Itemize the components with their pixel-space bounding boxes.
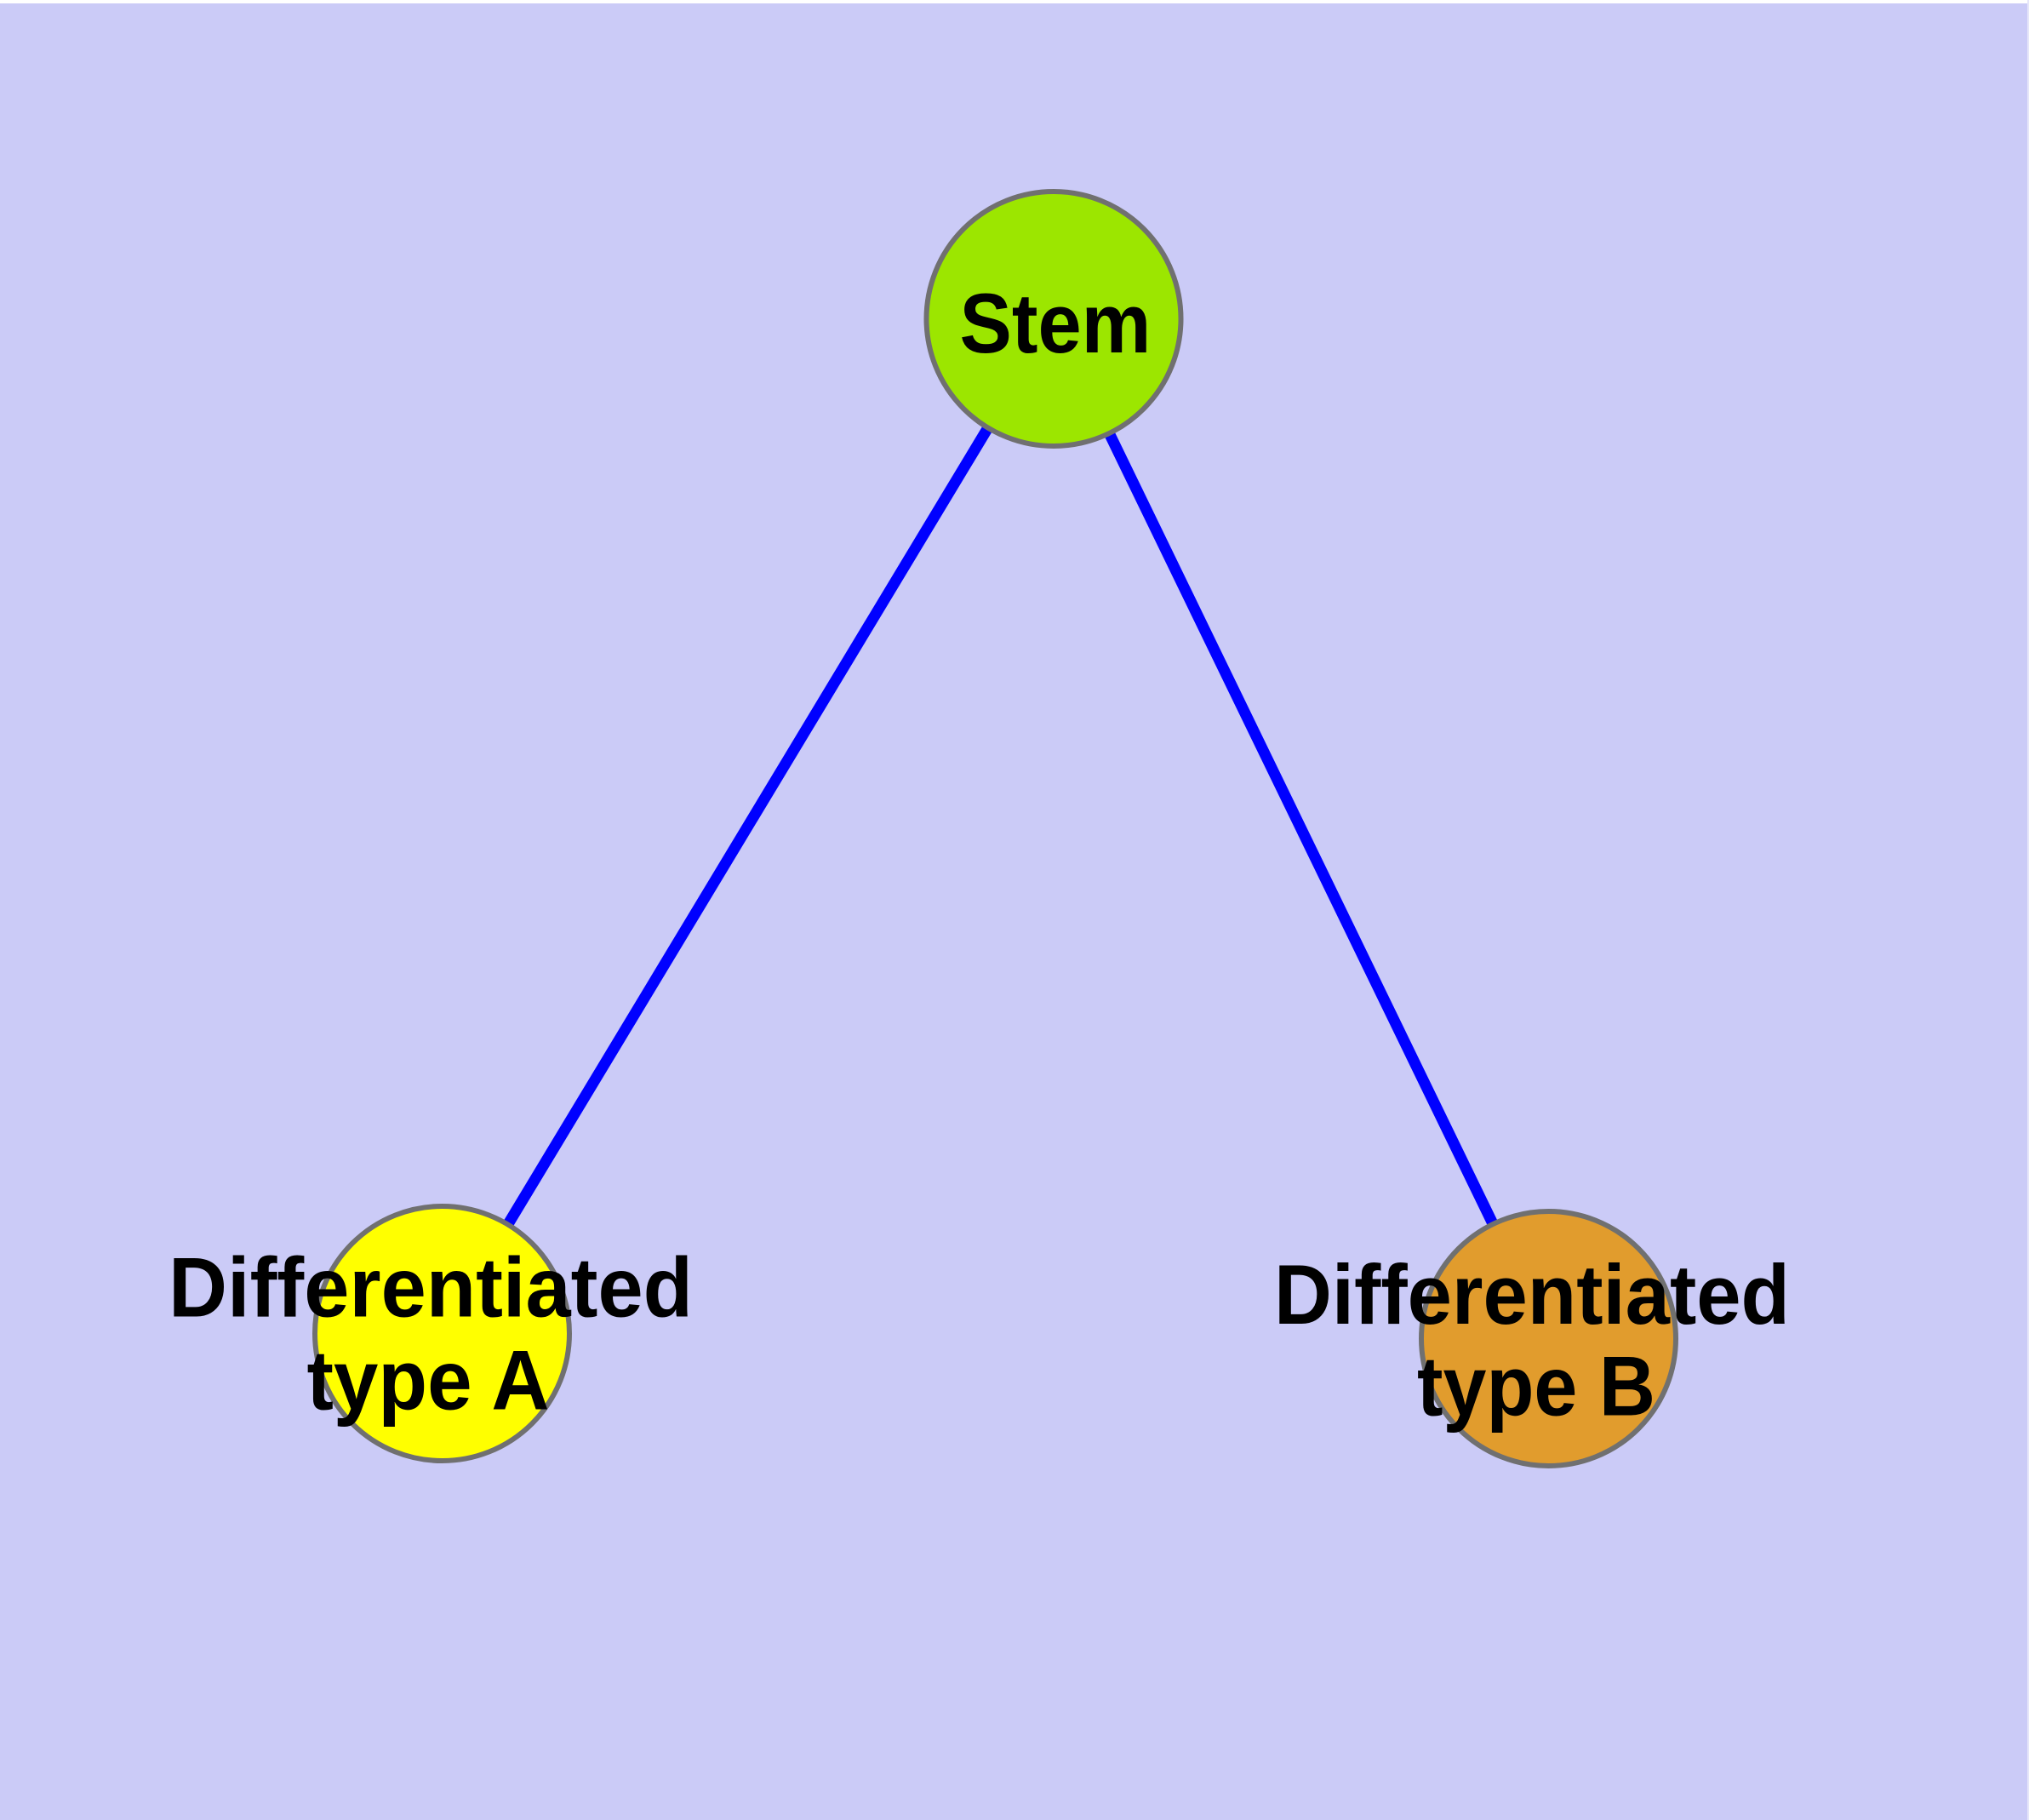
- svg-text:Differentiated: Differentiated: [169, 1240, 693, 1335]
- svg-text:Differentiated: Differentiated: [1274, 1247, 1790, 1342]
- svg-text:Stem: Stem: [960, 276, 1152, 370]
- svg-text:type B: type B: [1417, 1339, 1655, 1434]
- svg-text:type A: type A: [307, 1333, 550, 1428]
